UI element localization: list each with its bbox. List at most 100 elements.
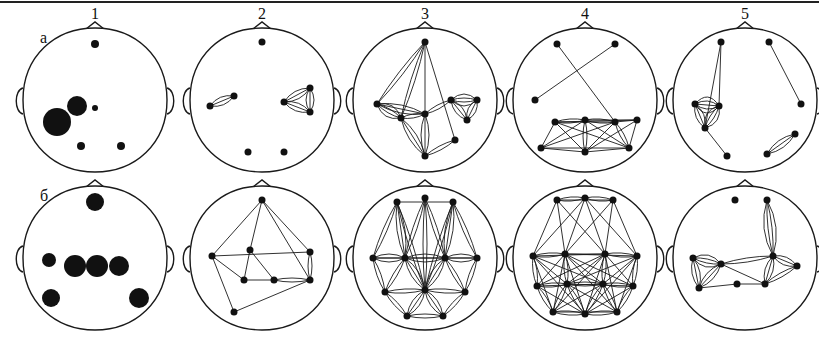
- electrode-dot: [271, 277, 278, 284]
- electrode-dot: [534, 283, 541, 290]
- electrode-dot: [241, 277, 248, 284]
- coherence-line: [555, 120, 637, 122]
- electrode-dot: [564, 281, 571, 288]
- coherence-line: [553, 312, 585, 315]
- ear: [506, 246, 513, 272]
- coherence-line: [555, 122, 585, 152]
- coherence-line: [425, 290, 443, 316]
- coherence-line: [465, 258, 477, 292]
- electrode-dot: [209, 253, 216, 260]
- electrode-dot: [634, 253, 641, 260]
- head-panel: [183, 180, 341, 330]
- electrode-dot: [582, 117, 589, 124]
- electrode-dot: [716, 103, 723, 110]
- coherence-line: [585, 198, 637, 256]
- coherence-line: [583, 120, 585, 152]
- coherence-line: [234, 280, 310, 312]
- coherence-line: [695, 104, 705, 128]
- electrode-dot: [732, 197, 739, 204]
- head-panel: [16, 22, 174, 172]
- coherence-line: [585, 198, 613, 201]
- electrode-dot: [86, 193, 104, 211]
- coherence-line: [425, 114, 426, 156]
- coherence-line: [705, 106, 719, 128]
- coherence-line: [405, 258, 425, 290]
- coherence-line: [535, 44, 615, 100]
- column-number: 2: [258, 6, 266, 22]
- coherence-line: [767, 134, 795, 154]
- coherence-line: [695, 104, 705, 128]
- electrode-dot: [600, 281, 607, 288]
- coherence-line: [533, 198, 585, 256]
- coherence-line: [453, 202, 477, 258]
- head-outline: [23, 28, 167, 172]
- electrode-dot: [42, 289, 60, 307]
- coherence-line: [405, 258, 425, 290]
- coherence-line: [695, 97, 719, 106]
- electrode-dot: [462, 289, 469, 296]
- coherence-line: [306, 88, 310, 112]
- coherence-line: [373, 202, 397, 258]
- coherence-line: [210, 96, 234, 106]
- ear: [183, 246, 190, 272]
- coherence-line: [401, 114, 425, 118]
- column-number: 3: [421, 6, 429, 22]
- electrode-dot: [734, 281, 741, 288]
- head-panel: [183, 22, 341, 172]
- coherence-line: [721, 256, 773, 264]
- coherence-line: [262, 200, 310, 280]
- electrode-dot: [245, 149, 252, 156]
- ear: [346, 246, 353, 272]
- coherence-line: [274, 280, 310, 282]
- coherence-line: [405, 258, 445, 262]
- coherence-line: [451, 100, 467, 120]
- coherence-line: [405, 198, 425, 258]
- coherence-line: [764, 256, 773, 284]
- coherence-line: [605, 254, 637, 257]
- head-outline: [190, 186, 334, 330]
- coherence-line: [565, 198, 585, 254]
- coherence-line: [407, 290, 425, 316]
- coherence-line: [210, 96, 234, 106]
- coherence-line: [585, 284, 603, 314]
- row-letter: а: [40, 30, 47, 46]
- coherence-line: [605, 200, 613, 254]
- electrode-dot: [207, 103, 214, 110]
- head-panel: [16, 180, 174, 330]
- head-panel: [666, 180, 819, 330]
- electrode-dot: [422, 287, 429, 294]
- coherence-line: [425, 42, 455, 140]
- ear: [16, 246, 23, 272]
- coherence-line: [695, 104, 719, 106]
- electrode-dot: [281, 149, 288, 156]
- electrode-dot: [610, 197, 617, 204]
- electrode-dot: [394, 199, 401, 206]
- coherence-line: [425, 258, 445, 290]
- coherence-line: [537, 286, 553, 312]
- coherence-line: [613, 200, 637, 256]
- ear: [183, 88, 190, 114]
- coherence-line: [451, 98, 477, 100]
- coherence-line: [537, 286, 553, 312]
- coherence-line: [425, 198, 445, 258]
- electrode-dot: [794, 263, 801, 270]
- coherence-line: [541, 122, 615, 148]
- coherence-line: [617, 286, 633, 312]
- coherence-line: [377, 42, 425, 104]
- coherence-line: [373, 202, 397, 258]
- coherence-line: [425, 140, 455, 156]
- coherence-line: [585, 120, 629, 148]
- electrode-dot: [77, 142, 85, 150]
- coherence-line: [373, 258, 385, 292]
- coherence-line: [425, 202, 453, 290]
- coherence-line: [721, 264, 765, 284]
- coherence-line: [405, 258, 425, 290]
- coherence-line: [425, 290, 443, 316]
- ear: [657, 88, 664, 114]
- coherence-line: [541, 148, 585, 152]
- electrode-dot: [398, 115, 405, 122]
- electrode-dot: [630, 283, 637, 290]
- electrode-dot: [67, 96, 87, 116]
- coherence-line: [533, 200, 557, 256]
- coherence-line: [212, 200, 262, 256]
